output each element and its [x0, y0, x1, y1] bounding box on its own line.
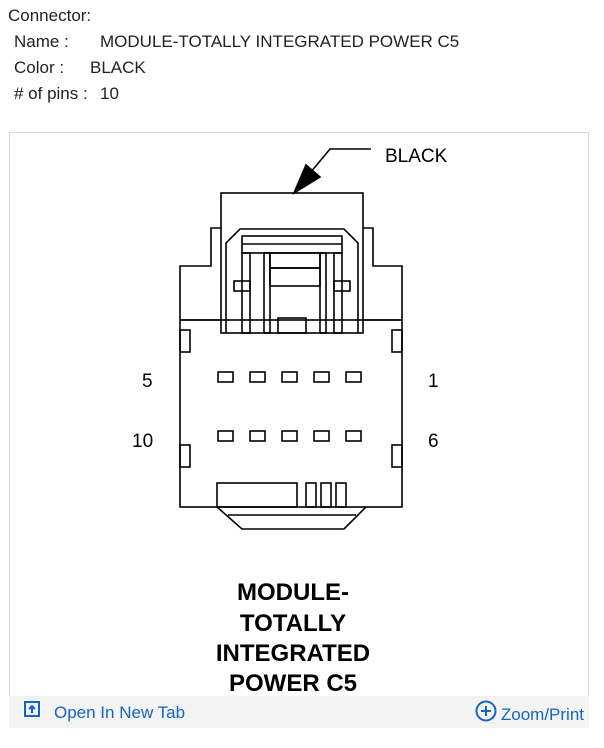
color-label: Color :	[14, 58, 65, 77]
pin-cavity	[217, 371, 234, 383]
latch-left-post	[241, 252, 251, 334]
callout-arrowhead	[292, 163, 322, 196]
pin-cavity	[281, 430, 298, 442]
bottom-skirt	[216, 506, 367, 530]
caption-line: MODULE-	[237, 579, 349, 606]
name-label: Name :	[14, 32, 69, 51]
pins-value: 10	[100, 84, 119, 103]
body-left-notch-bottom	[179, 444, 191, 468]
pin-label-bottom-left: 10	[132, 431, 153, 452]
pin-label-bottom-right: 6	[428, 431, 439, 452]
pins-label: # of pins :	[14, 84, 88, 103]
body-right-notch-bottom	[391, 444, 403, 468]
caption-line: TOTALLY	[240, 610, 346, 637]
pin-label-top-right: 1	[428, 371, 439, 392]
latch-left-stem	[263, 252, 271, 334]
latch-center-box	[269, 267, 321, 287]
body-right-notch-top	[391, 329, 403, 353]
connector-diagram: BLACK	[132, 146, 448, 697]
connector-heading: Connector:	[8, 6, 92, 25]
pin-cavity	[249, 371, 266, 383]
pin-cavity	[281, 371, 298, 383]
bottom-lip-left	[216, 482, 298, 508]
caption-line: INTEGRATED	[216, 640, 370, 667]
latch-right-step	[363, 227, 403, 321]
pin-cavity	[313, 371, 330, 383]
pin-cavity	[217, 430, 234, 442]
latch-left-step	[179, 227, 221, 321]
pin-cavity	[345, 371, 362, 383]
latch-tab	[269, 252, 321, 269]
color-value: BLACK	[90, 58, 146, 77]
bottom-slot	[320, 482, 332, 508]
name-value: MODULE-TOTALLY INTEGRATED POWER C5	[100, 32, 460, 51]
zoom-print-label: Zoom/Print	[500, 704, 584, 724]
latch-right-ear	[333, 280, 351, 292]
open-in-new-tab-label: Open In New Tab	[54, 702, 186, 722]
connector-diagram-frame: BLACK	[9, 132, 589, 728]
open-new-tab-icon	[23, 700, 54, 725]
zoom-print-link[interactable]: Zoom/Print	[475, 700, 584, 729]
latch-left-ear	[233, 280, 251, 292]
caption-line: POWER C5	[229, 670, 357, 697]
pin-label-top-left: 5	[142, 371, 153, 392]
latch-right-post	[333, 252, 343, 334]
pin-cavity	[249, 430, 266, 442]
bottom-slot	[335, 482, 347, 508]
latch-inner-frame	[225, 228, 359, 333]
pin-cavity	[345, 430, 362, 442]
callout-leader	[309, 148, 371, 174]
bottom-slot	[305, 482, 317, 508]
connector-body	[179, 319, 403, 508]
body-left-notch-top	[179, 329, 191, 353]
diagram-footer: Open In New Tab Zoom/Print	[9, 696, 589, 728]
callout-color-label: BLACK	[385, 146, 448, 167]
plus-circle-icon	[475, 700, 501, 729]
latch-nub	[277, 317, 307, 334]
latch-right-stem	[319, 252, 327, 334]
open-in-new-tab-link[interactable]: Open In New Tab	[23, 700, 185, 725]
pin-cavity	[313, 430, 330, 442]
